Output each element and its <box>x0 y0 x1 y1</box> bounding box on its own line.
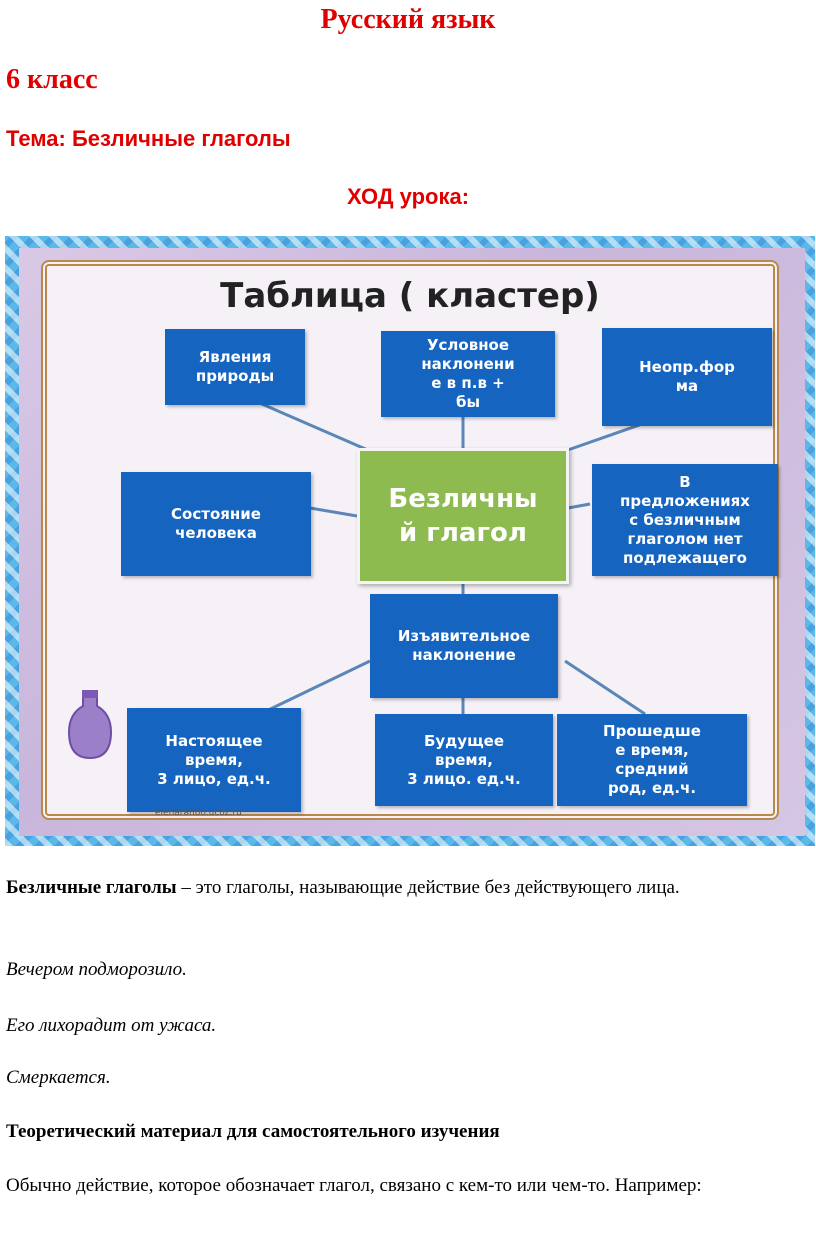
connector-present <box>259 659 371 716</box>
box-infinitive: Неопр.фор ма <box>602 328 772 426</box>
connector-state <box>309 506 358 518</box>
definition-term: Безличные глаголы <box>6 877 177 898</box>
example-sentence-3: Смеркается. <box>6 1067 111 1088</box>
box-indicative: Изъявительное наклонение <box>370 594 558 698</box>
subject-heading: Русский язык <box>320 4 496 35</box>
example-sentence-2: Его лихорадит от ужаса. <box>6 1015 217 1036</box>
definition-paragraph: Безличные глаголы – это глаголы, называю… <box>6 876 816 900</box>
box-conditional: Условное наклонени е в п.в + бы <box>381 331 555 417</box>
box-future: Будущее время, 3 лицо. ед.ч. <box>375 714 553 806</box>
ink-bottle-icon <box>67 690 113 760</box>
slide-title: Таблица ( кластер) <box>220 276 600 316</box>
definition-text: – это глаголы, называющие действие без д… <box>176 877 680 898</box>
theory-paragraph: Обычно действие, которое обозначает глаг… <box>6 1175 702 1196</box>
connector-lines <box>254 399 666 716</box>
example-sentence-1: Вечером подморозило. <box>6 959 187 980</box>
box-state: Состояние человека <box>121 472 311 576</box>
connector-no-subject <box>567 502 591 510</box>
center-impersonal-verb: Безличны й глагол <box>357 448 569 584</box>
box-present: Настоящее время, 3 лицо, ед.ч. <box>127 708 301 812</box>
box-past: Прошедше е время, средний род, ед.ч. <box>557 714 747 806</box>
grade-heading: 6 класс <box>6 64 98 95</box>
slide-watermark: elenaranbo.ucoz.ru <box>155 808 242 818</box>
lesson-heading: ХОД урока: <box>346 184 470 209</box>
connector-past <box>564 659 646 716</box>
theory-heading: Теоретический материал для самостоятельн… <box>6 1121 500 1142</box>
cluster-slide-image: Таблица ( кластер) Явления природы Услов… <box>5 236 815 846</box>
connector-nature <box>254 399 371 453</box>
box-no-subject: В предложениях с безличным глаголом нет … <box>592 464 778 576</box>
topic-heading: Тема: Безличные глаголы <box>6 126 291 151</box>
box-nature: Явления природы <box>165 329 305 405</box>
